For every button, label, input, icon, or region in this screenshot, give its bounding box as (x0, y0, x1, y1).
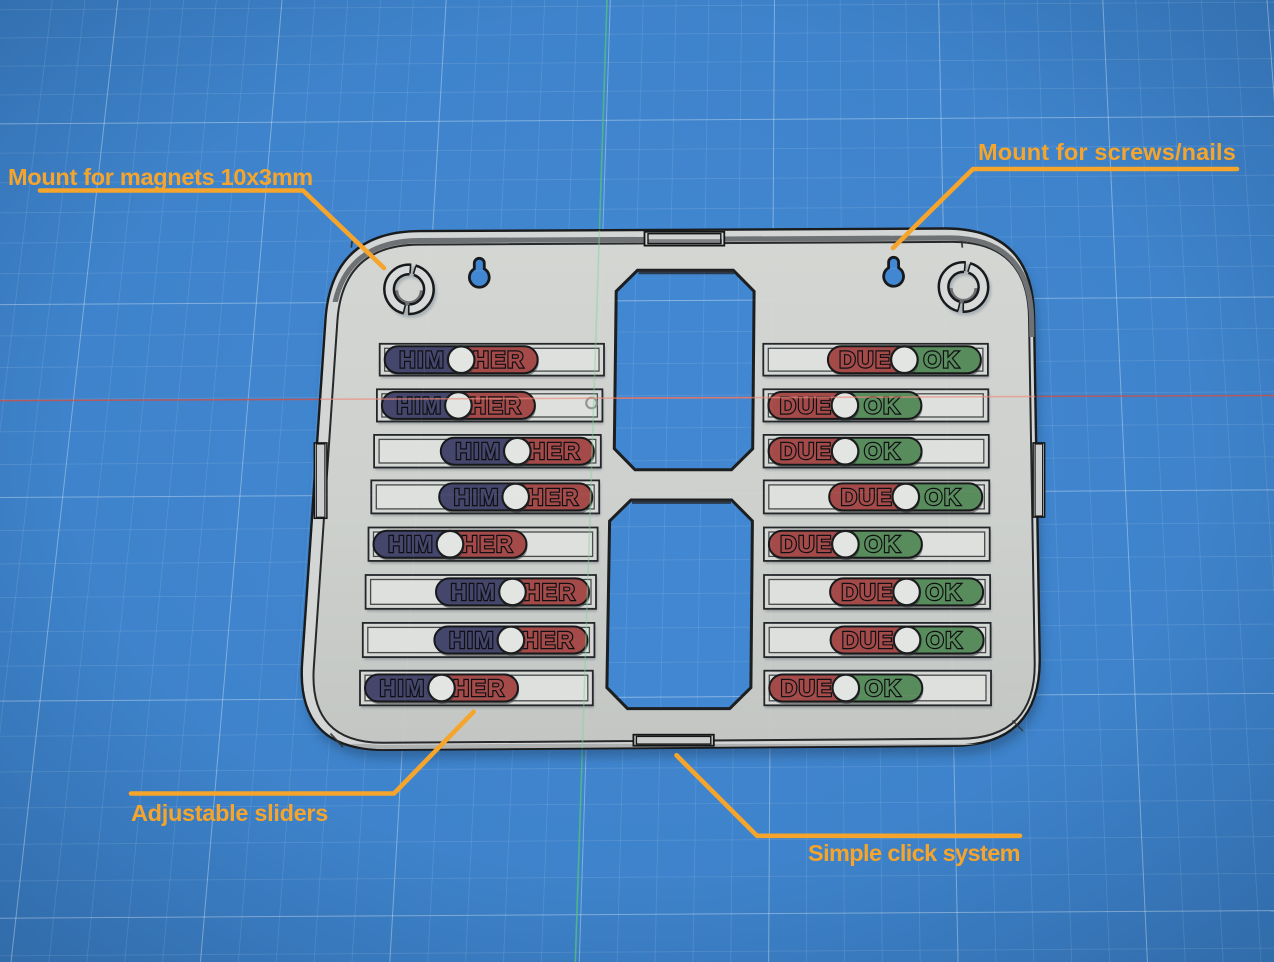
svg-text:OK: OK (864, 438, 901, 464)
svg-text:HER: HER (472, 346, 524, 372)
svg-text:DUE: DUE (780, 392, 832, 418)
svg-text:HER: HER (460, 530, 512, 556)
svg-text:OK: OK (863, 530, 900, 556)
svg-text:HER: HER (527, 484, 579, 510)
svg-text:HER: HER (453, 675, 505, 701)
svg-text:HER: HER (523, 578, 575, 604)
svg-text:HIM: HIM (449, 627, 495, 653)
svg-text:HIM: HIM (379, 674, 425, 700)
svg-text:HER: HER (469, 392, 521, 418)
svg-text:DUE: DUE (779, 530, 831, 556)
svg-text:OK: OK (865, 675, 902, 701)
svg-text:OK: OK (924, 483, 961, 509)
svg-text:DUE: DUE (839, 347, 891, 373)
svg-text:HIM: HIM (388, 531, 434, 557)
svg-text:OK: OK (923, 347, 960, 373)
svg-text:OK: OK (925, 484, 962, 510)
svg-text:OK: OK (864, 531, 901, 557)
svg-text:DUE: DUE (779, 392, 831, 418)
svg-text:OK: OK (864, 674, 901, 700)
svg-text:HIM: HIM (450, 579, 496, 605)
svg-text:HIM: HIM (395, 392, 441, 418)
svg-text:DUE: DUE (838, 346, 890, 372)
svg-text:HER: HER (526, 483, 578, 509)
svg-text:HIM: HIM (454, 437, 500, 463)
svg-text:HER: HER (522, 627, 574, 653)
svg-text:HIM: HIM (398, 346, 444, 372)
svg-text:DUE: DUE (840, 483, 892, 509)
svg-text:HER: HER (529, 438, 581, 464)
svg-text:HER: HER (528, 437, 580, 463)
svg-text:OK: OK (863, 392, 900, 418)
svg-text:HER: HER (470, 392, 522, 418)
svg-text:DUE: DUE (780, 531, 832, 557)
svg-text:OK: OK (926, 627, 963, 653)
svg-text:HIM: HIM (399, 347, 445, 373)
svg-text:OK: OK (925, 578, 962, 604)
svg-text:Adjustable sliders: Adjustable sliders (131, 800, 328, 826)
svg-text:DUE: DUE (781, 675, 833, 701)
svg-text:DUE: DUE (841, 626, 893, 652)
svg-text:HER: HER (524, 579, 576, 605)
svg-text:DUE: DUE (841, 578, 893, 604)
svg-text:DUE: DUE (780, 674, 832, 700)
svg-text:OK: OK (925, 626, 962, 652)
svg-text:OK: OK (922, 346, 959, 372)
svg-text:HIM: HIM (454, 484, 500, 510)
svg-text:HIM: HIM (448, 626, 494, 652)
svg-text:HER: HER (472, 347, 524, 373)
svg-text:DUE: DUE (780, 438, 832, 464)
svg-text:HIM: HIM (387, 530, 433, 556)
svg-text:OK: OK (863, 437, 900, 463)
svg-text:OK: OK (926, 579, 963, 605)
svg-text:HIM: HIM (455, 438, 501, 464)
svg-text:DUE: DUE (842, 627, 894, 653)
svg-text:Mount for magnets 10x3mm: Mount for magnets 10x3mm (8, 164, 313, 190)
svg-text:DUE: DUE (841, 484, 893, 510)
svg-text:HER: HER (461, 531, 513, 557)
svg-text:HIM: HIM (379, 675, 425, 701)
svg-text:HER: HER (452, 674, 504, 700)
svg-text:HIM: HIM (396, 392, 442, 418)
svg-text:Simple click system: Simple click system (808, 840, 1020, 866)
svg-text:Mount for screws/nails: Mount for screws/nails (978, 139, 1236, 165)
svg-text:HIM: HIM (453, 483, 499, 509)
svg-text:HER: HER (521, 626, 573, 652)
svg-text:DUE: DUE (779, 437, 831, 463)
svg-text:HIM: HIM (450, 578, 496, 604)
svg-text:DUE: DUE (841, 579, 893, 605)
